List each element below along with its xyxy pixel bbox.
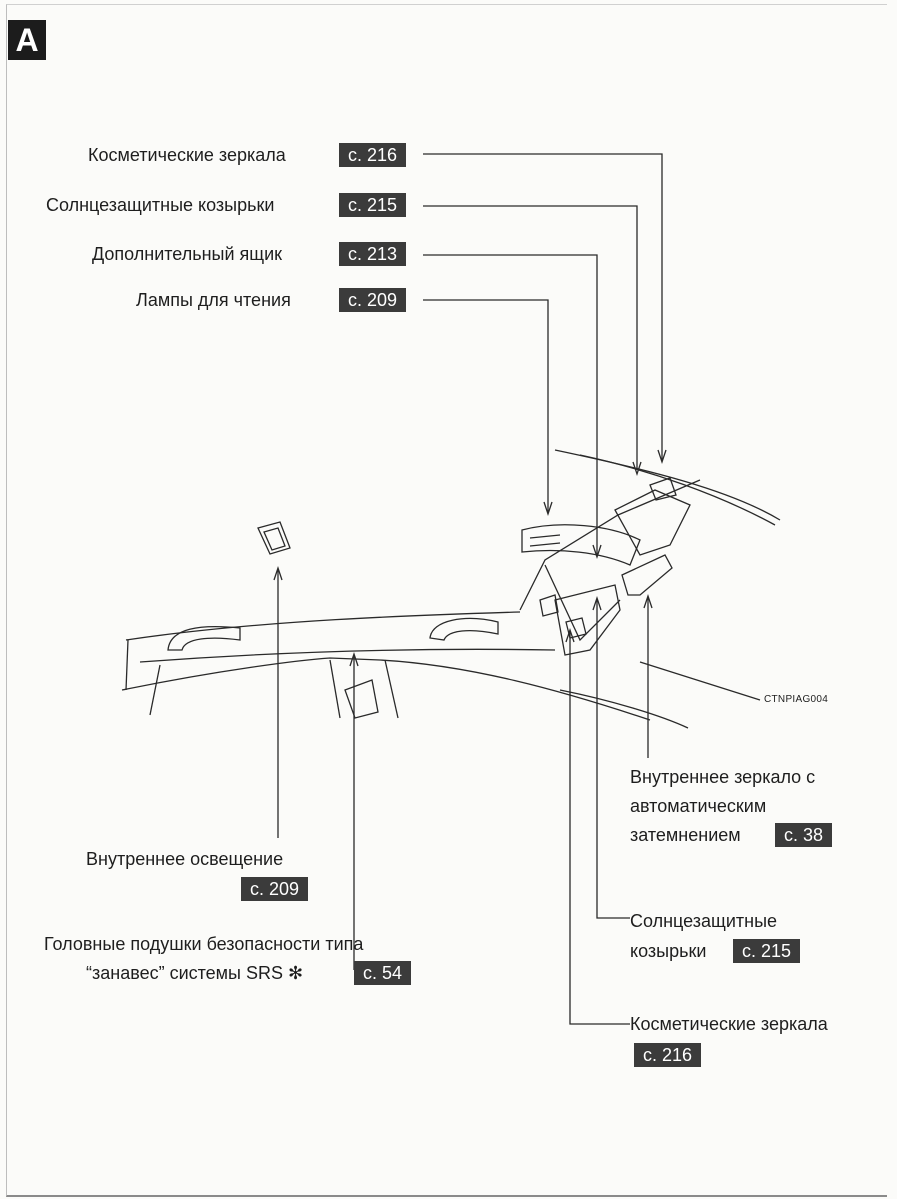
page-ref-badge[interactable]: с. 209 — [339, 288, 407, 312]
leader-vanity-top — [423, 153, 663, 460]
label-mirror-line1: Внутреннее зеркало с — [630, 767, 816, 787]
label-text: Лампы для чтения — [136, 290, 291, 310]
page-ref-badge[interactable]: с. 213 — [339, 242, 407, 266]
top-label-console-box: Дополнительный ящик — [92, 243, 282, 265]
label-interior-light: Внутреннее освещение — [86, 849, 284, 869]
figure-code: CTNPIAG004 — [764, 694, 829, 705]
page-ref-badge[interactable]: с. 215 — [339, 193, 407, 217]
section-letter: A — [8, 20, 46, 60]
label-airbags-line2: “занавес” системы SRS ✻ — [86, 963, 304, 983]
label-text: Солнцезащитные козырьки — [46, 195, 275, 215]
leader-lamps — [423, 299, 549, 512]
page-ref-badge[interactable]: с. 216 — [634, 1043, 702, 1067]
page-ref-badge[interactable]: с. 209 — [241, 877, 309, 901]
page-frame — [6, 4, 887, 1197]
label-visors-line2: козырьки — [630, 941, 707, 961]
page-ref-badge[interactable]: с. 54 — [354, 961, 412, 985]
label-mirror-line3: затемнением — [630, 825, 741, 845]
leader-visor-top — [423, 205, 638, 470]
leader-vanity-right — [569, 632, 630, 1025]
top-label-sun-visors: Солнцезащитные козырьки — [46, 194, 274, 216]
label-mirror-line2: автоматическим — [630, 796, 767, 816]
page-ref-badge[interactable]: с. 216 — [339, 143, 407, 167]
leader-visor-right — [596, 600, 630, 919]
page-ref-badge[interactable]: с. 38 — [775, 823, 833, 847]
page-ref-badge[interactable]: с. 215 — [733, 939, 801, 963]
top-label-reading-lamps: Лампы для чтения — [136, 289, 291, 311]
label-vanity-right: Косметические зеркала — [630, 1014, 828, 1034]
label-airbags-line1: Головные подушки безопасности типа — [44, 934, 364, 954]
label-text: Косметические зеркала — [88, 145, 286, 165]
label-visors-line1: Солнцезащитные — [630, 911, 778, 931]
leader-box — [423, 254, 598, 555]
top-label-vanity-mirrors: Косметические зеркала — [88, 144, 286, 166]
label-text: Дополнительный ящик — [92, 244, 283, 264]
